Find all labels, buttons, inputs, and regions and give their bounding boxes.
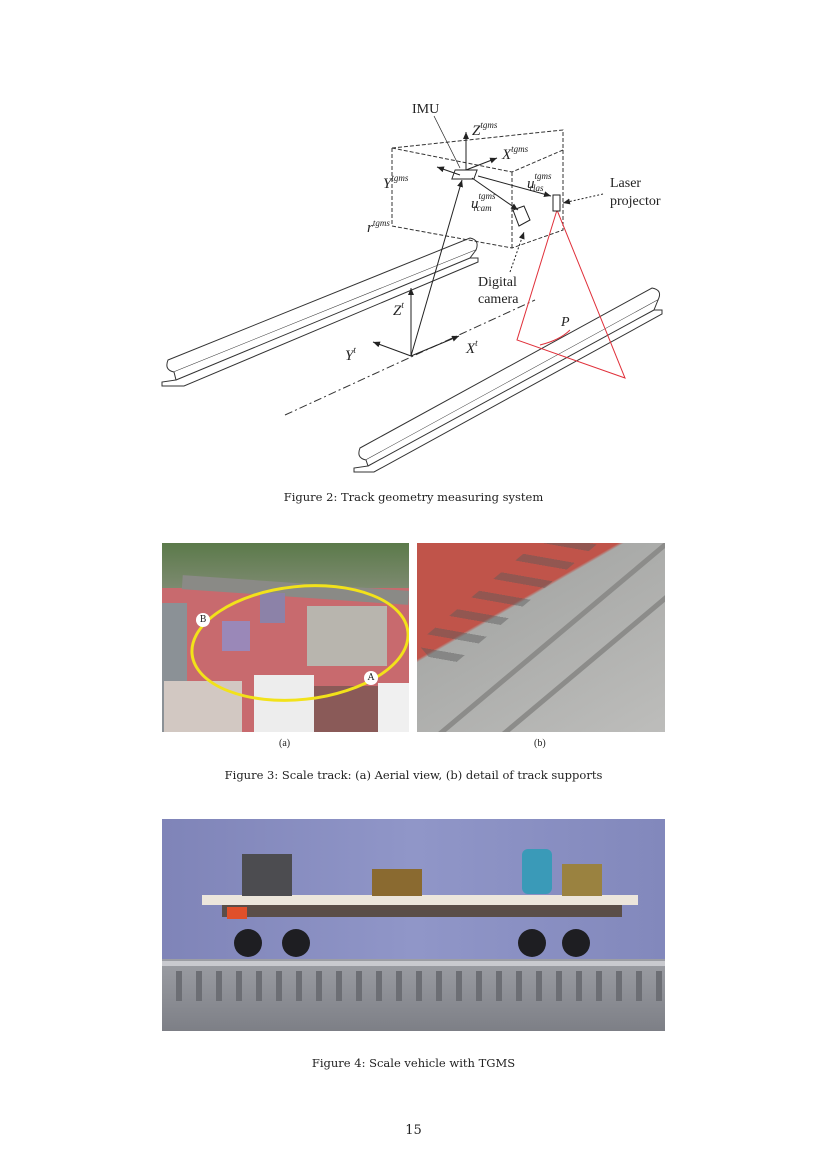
label-x-t: Xt: [465, 338, 478, 357]
marker-a: A: [364, 671, 378, 685]
rail-left: [161, 237, 479, 387]
laser-plane: [516, 208, 626, 379]
label-y-tgms: Ytgms: [383, 173, 409, 192]
laser-projector-icon: [552, 194, 561, 212]
scale-vehicle-photo: [162, 819, 665, 1031]
subfigure-a-label: (a): [279, 738, 291, 749]
label-laser-line2: projector: [610, 194, 661, 209]
figure-2-caption: Figure 2: Track geometry measuring syste…: [283, 490, 544, 504]
figure-3-caption: Figure 3: Scale track: (a) Aerial view, …: [224, 768, 603, 782]
imu-box: [451, 169, 478, 180]
label-z-tgms: Ztgms: [472, 120, 498, 139]
label-z-t: Zt: [393, 300, 404, 319]
track-centerline: [284, 299, 536, 416]
rail-right: [353, 287, 663, 473]
label-camera-line1: Digital: [478, 275, 517, 290]
page-number: 15: [405, 1123, 422, 1138]
track-supports-photo: [417, 543, 665, 732]
label-imu: IMU: [412, 102, 439, 117]
label-r-tgms: rtgms: [367, 218, 390, 236]
tgms-box: [391, 129, 564, 249]
subfigure-b-label: (b): [534, 738, 546, 749]
marker-b: B: [196, 613, 210, 627]
label-laser-line1: Laser: [610, 176, 641, 191]
label-camera-line2: camera: [478, 292, 519, 307]
label-p: P: [560, 315, 570, 330]
aerial-view-photo: B A: [162, 543, 409, 732]
digital-camera-icon: [512, 205, 531, 227]
figure-4-caption: Figure 4: Scale vehicle with TGMS: [311, 1056, 516, 1070]
label-x-tgms: Xtgms: [501, 144, 529, 163]
label-y-t: Yt: [345, 345, 356, 364]
